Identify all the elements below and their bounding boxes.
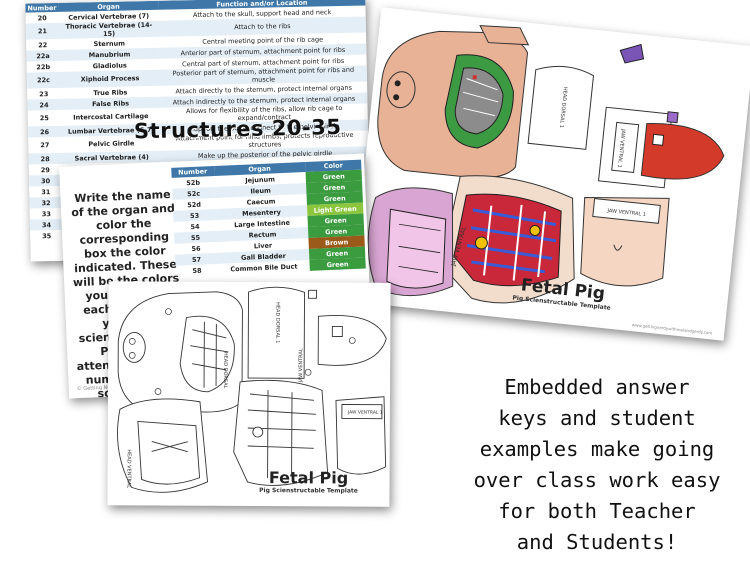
- bw-template-card: HEAD DORSAL 1 HEAD DORSAL JAW VENTRAL JA…: [107, 281, 391, 507]
- colored-pig-template-illustration: HEAD DORSAL 1 JAW VENTRAL 1 JAW VENTRAL …: [367, 25, 725, 304]
- label-jaw-ventral-1-right: JAW VENTRAL 1: [616, 128, 626, 168]
- bw-pig-template-illustration: HEAD DORSAL 1 HEAD DORSAL JAW VENTRAL JA…: [117, 286, 387, 493]
- table-cell: 35: [42, 231, 52, 240]
- table-cell: 31: [41, 187, 51, 196]
- caption-line: keys and student: [498, 406, 696, 430]
- caption-line: and Students!: [516, 530, 678, 554]
- table-cell: 21: [25, 22, 60, 40]
- table-cell: 32: [29, 196, 63, 209]
- table-cell: 29: [40, 165, 50, 174]
- table-header-number: Number: [25, 2, 59, 13]
- bw-label-jaw-ventral-1: JAW VENTRAL 1: [347, 410, 383, 416]
- table-cell: 30: [28, 174, 63, 187]
- caption-line: for both Teacher: [498, 499, 696, 523]
- bw-label-jaw-ventral: JAW VENTRAL: [298, 348, 304, 383]
- table-cell: 28: [28, 152, 62, 165]
- table-cell: 22: [38, 40, 48, 49]
- label-jaw-ventral-1-bottom: JAW VENTRAL 1: [606, 208, 646, 218]
- table-cell: 22c: [26, 71, 61, 89]
- table-cell: 24: [27, 98, 61, 111]
- bw-label-head-ventral: HEAD VENTRAL: [126, 449, 132, 488]
- table-cell: 33: [41, 209, 51, 218]
- bw-label-head-dorsal: HEAD DORSAL: [222, 352, 228, 389]
- caption-line: examples make going: [479, 437, 715, 461]
- color-swatch-cell: Green: [309, 257, 366, 271]
- table-cell: 27: [40, 141, 50, 150]
- table-cell: 25: [39, 114, 49, 123]
- table-cell: 20: [37, 13, 47, 22]
- table-cell: 22b: [36, 62, 51, 71]
- structures-title: Structures 20-35: [133, 114, 342, 144]
- colored-template-card: HEAD DORSAL 1 JAW VENTRAL 1 JAW VENTRAL …: [350, 7, 750, 341]
- table-cell: 58: [192, 266, 202, 275]
- bw-label-head-dorsal-1: HEAD DORSAL 1: [274, 302, 280, 343]
- caption-line: over class work easy: [473, 468, 721, 492]
- table-cell: 34: [29, 218, 64, 231]
- bw-template-title: Fetal Pig: [268, 468, 349, 488]
- table-cell: 23: [39, 89, 49, 98]
- caption-line: Embedded answer: [504, 375, 690, 399]
- bw-template-subtitle: Pig Scienstructable Template: [259, 487, 358, 495]
- table-cell: 26: [27, 125, 62, 138]
- promo-caption: Embedded answer keys and student example…: [448, 372, 746, 558]
- label-head-dorsal-1: HEAD DORSAL 1: [558, 87, 568, 129]
- table-cell: 22a: [26, 49, 60, 62]
